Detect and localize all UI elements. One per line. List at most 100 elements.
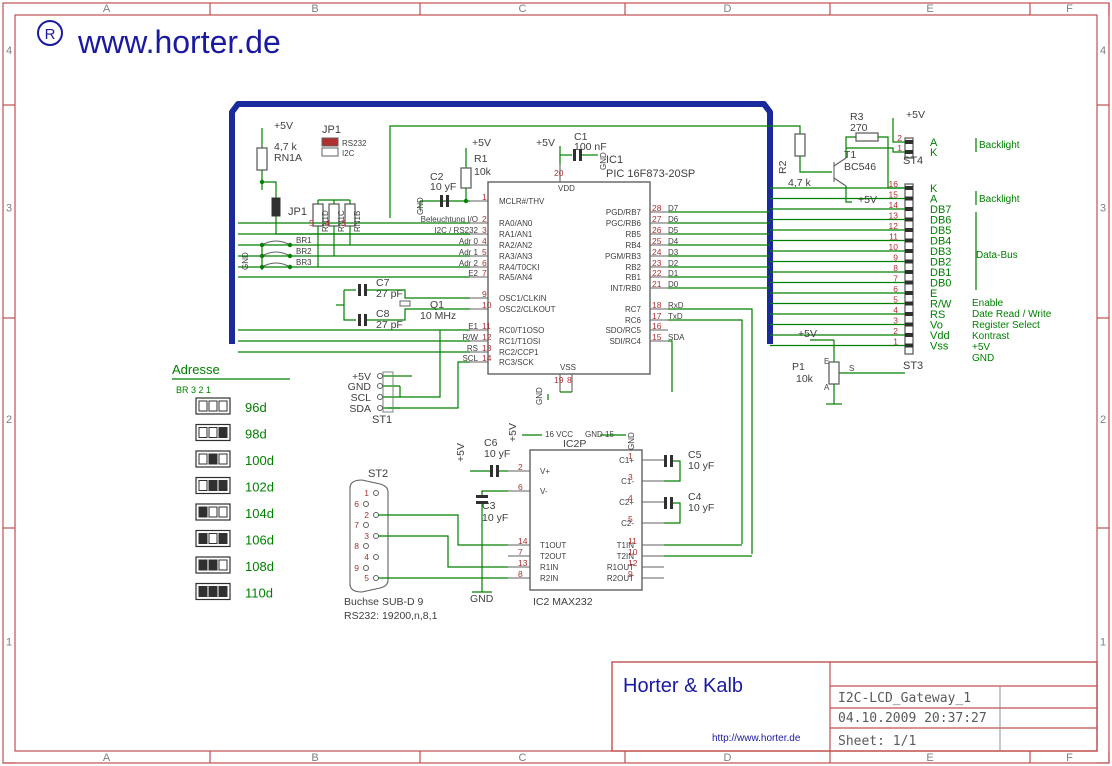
address-dip-frame <box>195 476 231 495</box>
ic1-right-pin-name: RC7 <box>625 305 642 314</box>
st3-pin <box>905 280 913 285</box>
gnd-label: GND <box>416 197 425 215</box>
frame-row-label: 1 <box>1100 637 1106 649</box>
registered-letter: R <box>45 26 56 43</box>
address-dip-switch <box>198 559 208 571</box>
ic1-right-net-label: TxD <box>668 312 683 321</box>
ic1-vss-label: VSS <box>560 363 576 372</box>
rn1-name: RN1A <box>274 152 302 164</box>
ic1-left-pin-name: RA0/AN0 <box>499 219 533 228</box>
st1-body <box>382 371 394 413</box>
st3-pin <box>905 343 913 348</box>
jp1-top-label-b: I2C <box>342 149 355 158</box>
ic2-gnd-label: GND 15 <box>585 430 614 439</box>
ic1-left-pin-name: MCLR#/THV <box>499 197 545 206</box>
c4-plate <box>670 497 673 509</box>
st2-pin-number: 4 <box>364 552 369 562</box>
c6-plate <box>496 465 499 477</box>
ic1-right-pin-number: 25 <box>652 236 662 246</box>
r3-name: R3 <box>850 111 864 123</box>
ic1-right-net-label: D5 <box>668 226 679 235</box>
rx-wire <box>668 308 753 554</box>
ic2-name: IC2 MAX232 <box>533 596 593 608</box>
frame-column-label: A <box>103 3 111 15</box>
st3-pin <box>905 249 913 253</box>
ic1-right-pin-name: SDO/RC5 <box>605 326 641 335</box>
title-url: http://www.horter.de <box>712 733 801 744</box>
r2-wire <box>799 156 832 173</box>
address-value: 108d <box>245 559 274 574</box>
st3-body <box>904 183 914 355</box>
title-sheet: Sheet: 1/1 <box>838 734 916 749</box>
p1-supply: +5V <box>798 328 817 340</box>
ic2-left-pin-name: T2OUT <box>540 552 566 561</box>
r1-name: R1 <box>474 153 488 165</box>
ic2-right-pin-number: 12 <box>628 558 638 568</box>
st3-pin-name: DB5 <box>930 225 951 237</box>
frame-column-label: B <box>311 752 318 764</box>
ic2-left-pin-number: 14 <box>518 536 528 546</box>
st3-pin-number: 12 <box>889 221 899 231</box>
st3-pin-name: R/W <box>930 299 952 311</box>
gnd-label: GND <box>241 252 250 270</box>
st3-pin-number: 4 <box>893 305 898 315</box>
address-dip-switch <box>208 480 218 491</box>
ic1-right-pin-number: 27 <box>652 214 662 224</box>
st3-pin-name: DB0 <box>930 278 951 290</box>
address-dip-switch <box>198 480 208 491</box>
st3-pin-name: DB6 <box>930 215 951 227</box>
ic1-left-pin-number: 2 <box>482 214 487 224</box>
p1-potentiometer <box>828 361 840 385</box>
jp1-side-jumper <box>271 197 281 217</box>
address-dip-switch <box>208 533 218 544</box>
c2-value: 10 yF <box>430 181 456 193</box>
st3-databus-label: Data-Bus <box>976 250 1018 261</box>
c8-value: 27 pF <box>376 319 403 331</box>
address-dip-switch <box>208 559 218 571</box>
ic1-right-pin-number: 28 <box>652 203 662 213</box>
c3-wire <box>481 490 508 495</box>
junction-dot <box>463 198 469 204</box>
scl-wire <box>388 361 470 409</box>
c1-name: C1 <box>574 131 588 143</box>
address-dip-switch <box>218 453 228 465</box>
rn1-value: 4,7 k <box>274 141 298 153</box>
st3-pin-name: RS <box>930 309 945 321</box>
ic1-right-pin-name: PGM/RB3 <box>605 252 642 261</box>
t1-name: T1 <box>844 149 856 161</box>
ic1-right-pin-number: 16 <box>652 321 662 331</box>
frame-column-label: E <box>926 3 933 15</box>
ic1-right-pin-name: INT/RB0 <box>610 284 641 293</box>
address-dip-frame <box>195 397 231 415</box>
junction-dot <box>287 253 293 259</box>
c7-plate <box>358 284 361 296</box>
ic1-left-net-label: SCL <box>462 354 478 363</box>
ic1-type: PIC 16F873-20SP <box>606 168 695 180</box>
st3-pin-name: DB2 <box>930 257 951 269</box>
ic1-left-net-label: R/W <box>462 333 478 342</box>
osc1-wire <box>367 289 470 299</box>
dip-switch-arc <box>261 251 291 257</box>
ic2-right-pin-name: C1+ <box>619 456 634 465</box>
q1-name: Q1 <box>430 299 444 311</box>
ic2-left-pin-number: 7 <box>518 547 523 557</box>
p1-pin-e: E <box>824 357 829 366</box>
q1-value: 10 MHz <box>420 310 456 322</box>
c8-plate <box>358 314 361 326</box>
ic1-left-pin-name: RC3/SCK <box>499 358 534 367</box>
ic1-right-pin-number: 22 <box>652 268 662 278</box>
sda-wire <box>668 340 673 392</box>
ic1-left-pin-number: 13 <box>482 343 492 353</box>
ic1-left-pin-name: OSC2/CLKOUT <box>499 305 556 314</box>
r2-resistor <box>794 133 806 157</box>
address-dip-switch <box>198 427 208 438</box>
st3-description: +5V <box>972 342 990 353</box>
inner-frame <box>14 14 1098 752</box>
st3-pin-number: 9 <box>893 253 898 263</box>
st3-pin <box>905 196 913 201</box>
ic2-right-pin-number: 3 <box>628 472 633 482</box>
bus-outline <box>229 101 773 344</box>
c2-plate <box>446 195 449 207</box>
ic2-right-pin-number: 9 <box>628 569 633 579</box>
